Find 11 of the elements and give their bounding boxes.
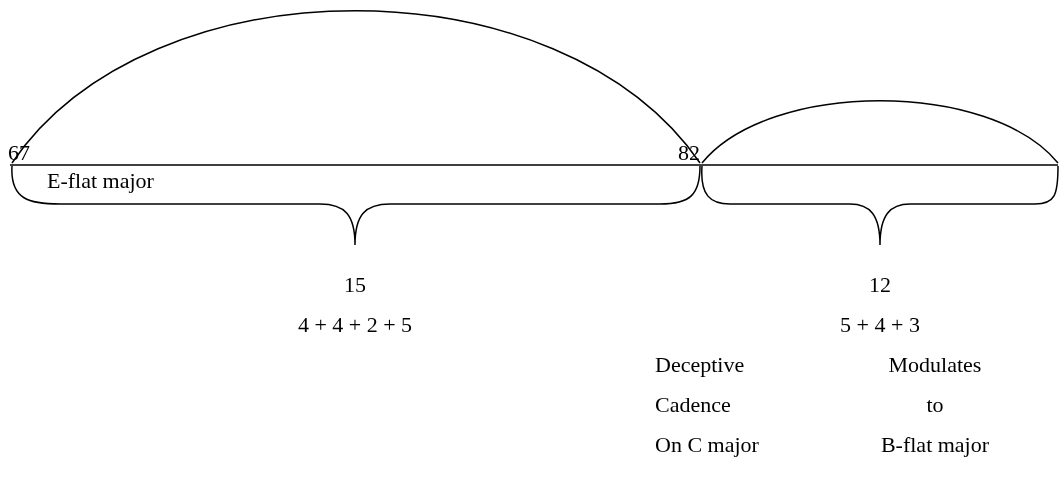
key-label: E-flat major [47,168,154,194]
annotation-text: to [926,392,944,418]
annotation-text: B-flat major [880,432,990,458]
annotation-text: Deceptive [655,352,745,378]
annotation-text: Cadence [655,392,731,418]
annotation-text: Modulates [888,352,982,378]
annotation-text: On C major [655,432,759,458]
phrase-sum: 4 + 4 + 2 + 5 [297,312,413,338]
bar-count: 15 [344,272,366,298]
bar-count: 12 [869,272,891,298]
phrase-sum: 5 + 4 + 3 [840,312,920,338]
